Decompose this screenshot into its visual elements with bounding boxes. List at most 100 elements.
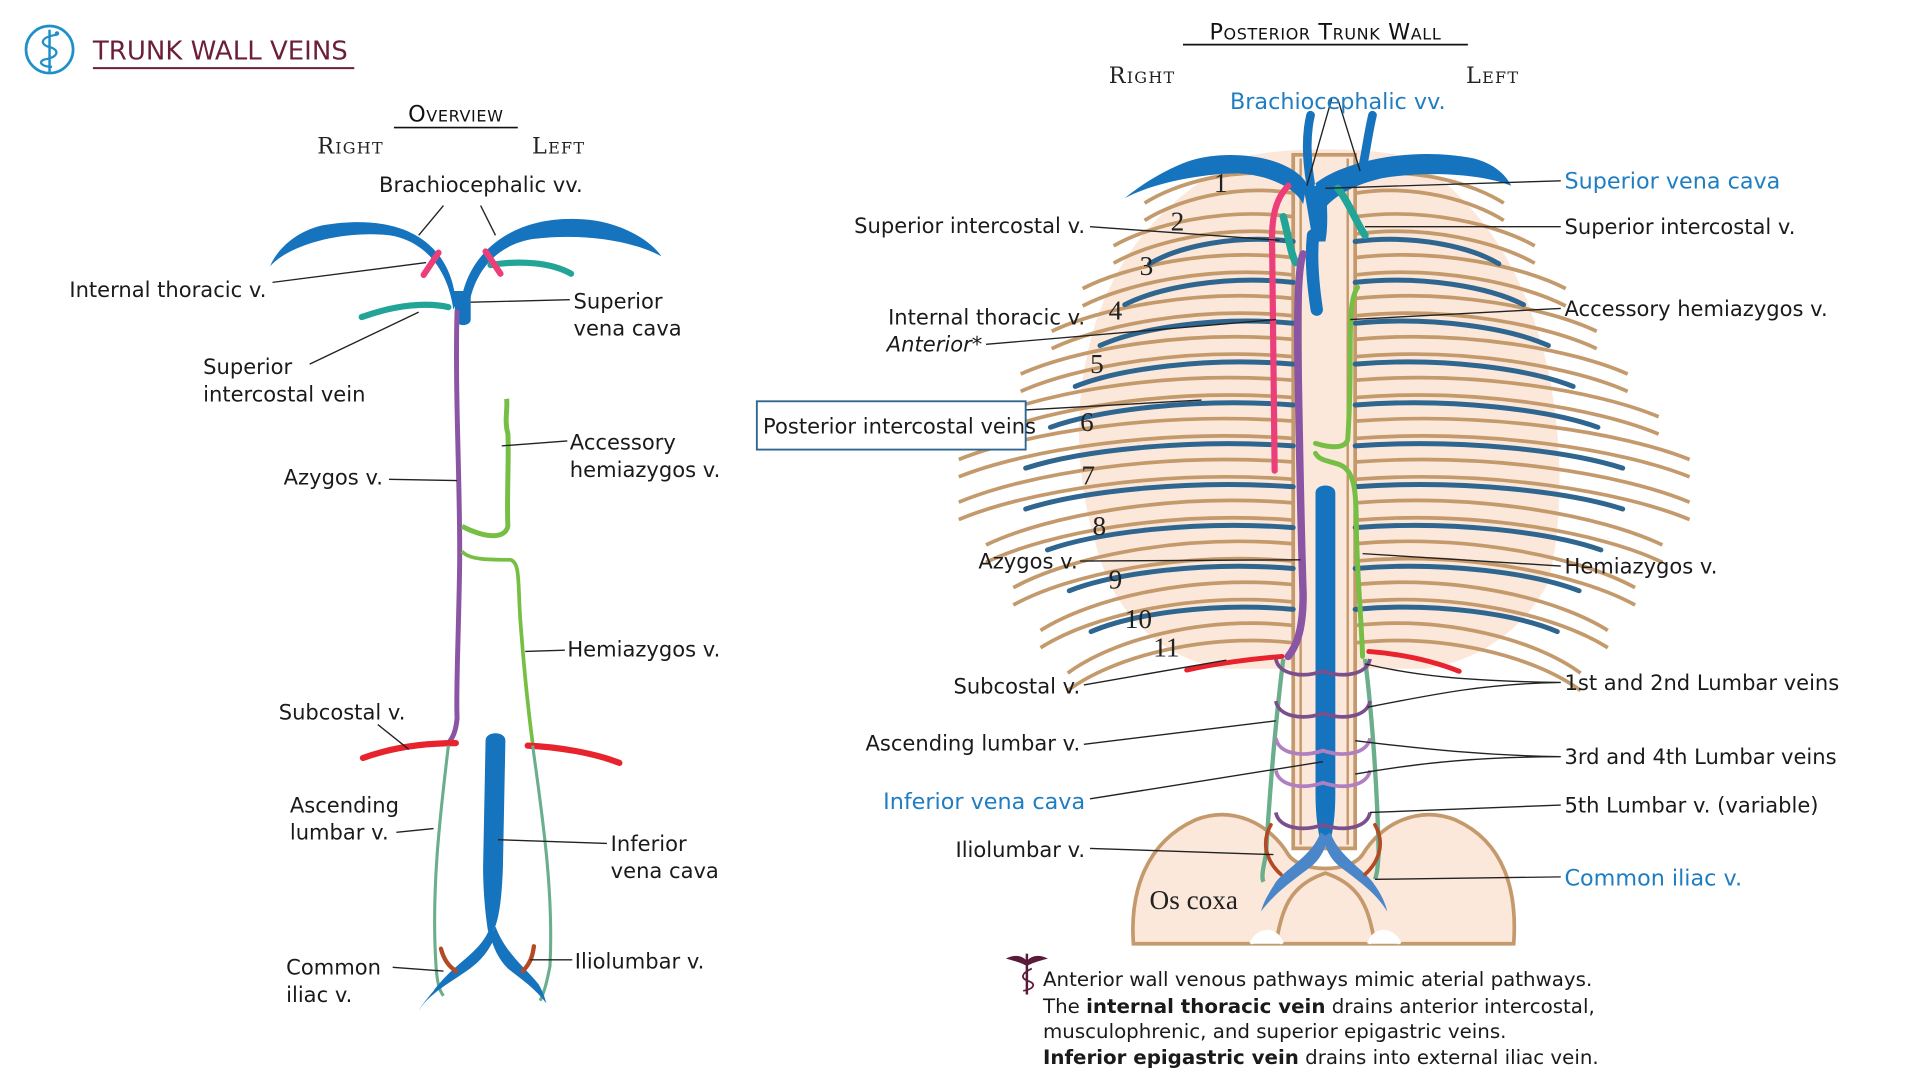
leader-sup-intercostal-right [1090,225,1280,241]
post-label-lumbar-5: 5th Lumbar v. (variable) [1564,792,1818,817]
right-iliolumbar-vein [1263,823,1283,877]
post-label-hemiazygos: Hemiazygos v. [1564,553,1717,578]
ov-label-svc-2: vena cava [574,316,682,341]
rib-4-left-edge [1354,311,1598,351]
caduceus-circle-icon [24,24,75,75]
leader-ivc [497,839,607,845]
posterior-intercostal-vein-3-right [1122,277,1296,308]
posterior-intercostal-vein-9-left [1352,522,1604,553]
internal-thoracic-vein [1268,182,1292,474]
rib-11-left-edge [1354,597,1609,650]
rib-6-left-edge [1354,393,1660,436]
note-line-2-post: drains anterior intercostal, [1325,995,1594,1018]
rib-10-right-edge [1012,539,1294,590]
rib-2-left-edge [1354,212,1536,248]
rib-number-2: 2 [1171,206,1185,236]
leader-ascending [396,827,434,833]
rib-8-right-edge [958,475,1294,522]
lumbar-vein-4 [1274,769,1372,788]
posterior-left-label: Left [1466,63,1519,89]
leader-accessory [501,440,568,447]
posterior-intercostal-vein-4-left [1352,318,1551,349]
rib-number-8: 8 [1093,511,1107,541]
rib-8-right-edge [958,457,1294,504]
left-subcostal-vein [524,742,623,767]
rib-4-left-edge [1354,294,1598,333]
right-brachiocephalic-vein [1124,154,1307,205]
rib-10-left-edge [1354,556,1636,607]
post-label-azygos: Azygos v. [978,548,1077,573]
ov-label-common-iliac-2: iliac v. [286,982,352,1007]
sacral-foramina [1249,929,1402,945]
post-label-internal-thoracic-note: Anterior* [885,332,983,357]
caduceus-icon [1005,953,1048,995]
rib-4-right-edge [1050,294,1294,333]
ov-label-internal-thoracic: Internal thoracic v. [69,277,266,302]
rib-number-11: 11 [1153,632,1179,662]
left-internal-thoracic-vein [482,248,504,277]
rib-10-left-edge [1354,539,1636,590]
post-label-ascending-lumbar: Ascending lumbar v. [866,731,1081,756]
rib-10-right-edge [1012,556,1294,607]
leader-lumbar-1-2 [1364,663,1561,708]
rib-1-right-edge [1143,188,1294,223]
rib-9-left-edge [1354,498,1664,547]
leader-common-iliac [1374,876,1561,881]
rib-7-right-edge [958,434,1294,479]
svc-lower-segment [1305,229,1323,316]
posterior-intercostal-vein-10-right [1066,563,1296,594]
leader-iliolumbar [1090,847,1274,856]
post-label-lumbar-1-2: 1st and 2nd Lumbar veins [1564,670,1839,695]
right-superior-intercostal-vein [358,301,452,321]
overview-panel: Overview Right Left [69,101,720,1011]
left-brachiocephalic-vein [460,218,662,310]
rib-4-right-edge [1050,311,1294,351]
ov-label-azygos: Azygos v. [284,464,383,489]
posterior-intercostal-vein-5-left [1352,359,1576,389]
leader-azygos [388,478,458,482]
note-line-2-pre: The [1042,995,1086,1018]
leader-internal-thoracic [985,318,1276,345]
post-label-posterior-intercostal: Posterior intercostal veins [763,413,1036,438]
right-subcostal-vein [359,740,459,762]
rib-5-left-edge [1354,352,1629,394]
left-ascending-lumbar-vein [531,745,553,1002]
ov-label-common-iliac-1: Common [286,955,381,980]
lumbar-vein-5 [1274,811,1372,831]
ov-label-brachiocephalic: Brachiocephalic vv. [379,172,583,197]
posterior-intercostal-vein-6-right [1047,400,1296,430]
posterior-panel: Posterior Trunk Wall Right Left [755,20,1839,946]
note-line-1: Anterior wall venous pathways mimic ater… [1043,968,1592,991]
right-common-iliac-vein [418,926,496,1011]
posterior-intercostal-vein-9-right [1044,522,1296,553]
clinical-note: Anterior wall venous pathways mimic ater… [1005,953,1599,1069]
rib-11-right-edge [1039,580,1294,632]
right-common-iliac-vein [1261,832,1328,912]
rib-9-left-edge [1354,515,1664,564]
rib-number-1: 1 [1214,168,1228,198]
posterior-intercostal-vein-8-left [1352,482,1626,512]
left-superior-intercostal-vein [1334,184,1369,240]
ov-label-sup-intercostal-2: intercostal vein [203,381,365,406]
leader-lumbar-3-4 [1355,739,1561,775]
posterior-intercostal-vein-11-left [1352,604,1560,635]
rib-2-left-edge [1354,229,1536,265]
hemiazygos-vein [1313,450,1366,659]
rib-7-left-edge [1355,416,1691,462]
posterior-right-label: Right [1109,63,1176,89]
left-common-iliac-vein [1322,832,1388,912]
rib-3-right-edge [1081,270,1294,308]
ov-label-sup-intercostal-1: Superior [203,354,292,379]
lumbar-veins [1274,658,1372,831]
right-internal-thoracic-vein [420,249,442,279]
rib-5-right-edge [1019,334,1294,376]
rib-9-right-edge [985,498,1294,547]
rib-3-left-edge [1354,253,1567,291]
posterior-intercostal-vein-5-right [1072,359,1296,389]
sacrum [1274,871,1377,945]
rib-number-9: 9 [1109,564,1123,594]
rib-number-10: 10 [1125,604,1152,634]
leader-hemiazygos [525,649,565,653]
note-line-4: Inferior epigastric vein drains into ext… [1043,1046,1599,1069]
